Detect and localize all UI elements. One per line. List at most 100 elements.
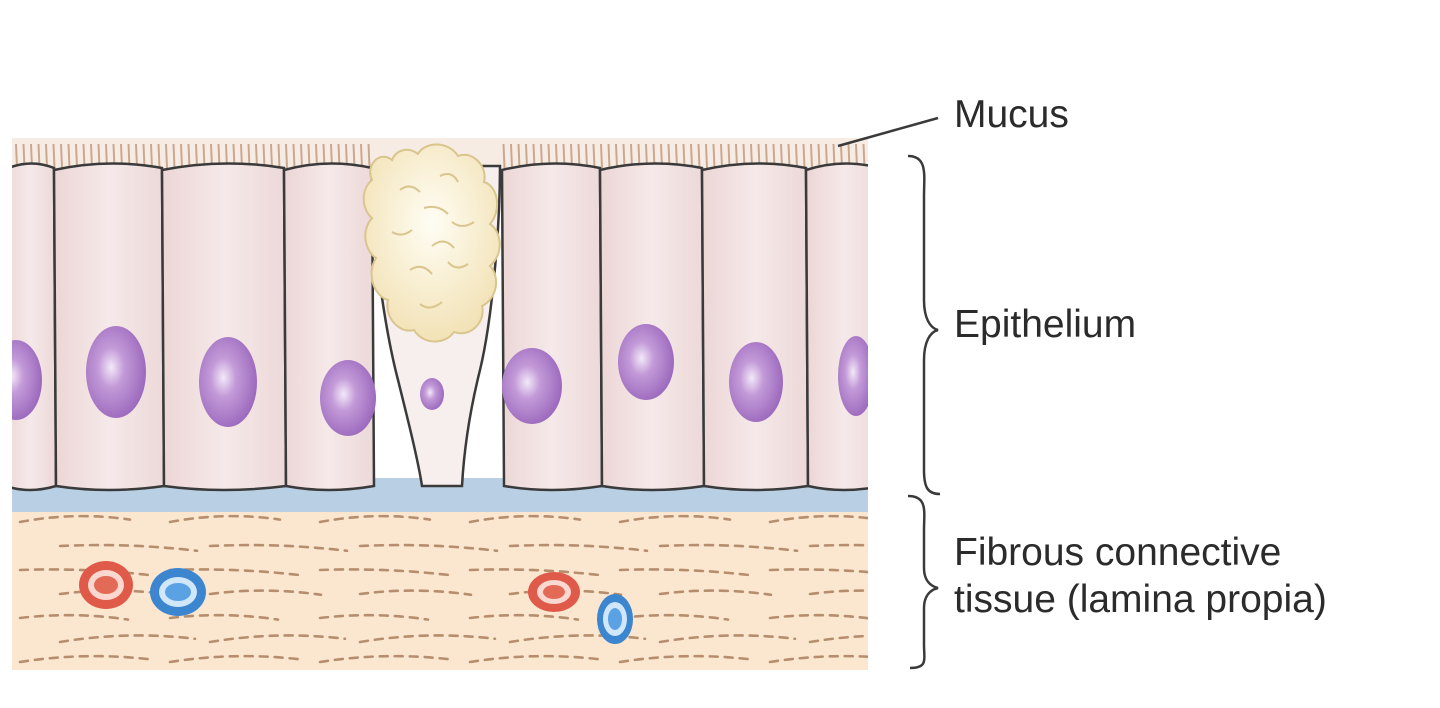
fiber-strand	[808, 634, 868, 644]
red-blood-cell-icon	[528, 572, 580, 612]
mucus-stripe	[787, 143, 791, 169]
goblet-mucus	[362, 143, 501, 343]
mucus-stripe	[585, 143, 588, 169]
mucus-stripe	[502, 143, 506, 169]
goblet-cell	[362, 143, 502, 488]
cell-nucleus	[502, 348, 562, 424]
epithelial-cell	[282, 162, 376, 492]
fiber-strand	[658, 543, 799, 553]
mucus-stripe	[292, 143, 296, 169]
fiber-strand	[58, 543, 199, 553]
blue-cell-icon	[597, 594, 633, 644]
mucus-stripe	[795, 143, 798, 169]
mucus-stripe	[165, 143, 168, 169]
mucus-stripe	[75, 143, 78, 169]
fiber-strand	[168, 654, 304, 664]
mucus-stripe	[615, 143, 618, 169]
connective-fibers	[18, 514, 868, 664]
fiber-strand	[808, 543, 868, 548]
epithelial-cell	[160, 162, 288, 492]
fiber-strand	[168, 514, 282, 524]
mucus-stripe	[517, 143, 521, 169]
mucus-stripe	[817, 143, 821, 169]
fiber-strand	[468, 568, 606, 577]
fiber-strand	[768, 613, 868, 620]
mucus-stripe	[367, 143, 371, 169]
cell-nucleus	[320, 360, 376, 436]
fiber-strand	[358, 543, 499, 553]
cell-nucleus	[618, 324, 674, 400]
mucus-pointer-line	[837, 116, 939, 148]
epithelial-cell	[500, 162, 604, 492]
fiber-strand	[768, 568, 868, 574]
fiber-strand	[468, 613, 580, 621]
mucus-stripe	[277, 143, 281, 169]
mucus-stripe	[360, 143, 363, 169]
mucus-stripe	[300, 143, 303, 169]
mucus-stripe	[157, 143, 161, 169]
red-blood-cell-icon	[79, 561, 133, 609]
fiber-strand	[658, 634, 797, 644]
mucus-stripe	[142, 143, 146, 169]
mucus-stripe	[810, 143, 813, 169]
mucus-stripe	[270, 143, 273, 169]
fiber-strand	[318, 568, 456, 577]
fibrous-label-line2: tissue (lamina propia)	[954, 577, 1327, 621]
fiber-strand	[318, 613, 430, 621]
mucus-stripe	[180, 143, 183, 169]
epithelium-label: Epithelium	[954, 303, 1137, 346]
mucus-stripe	[712, 143, 716, 169]
fiber-strand	[508, 543, 649, 553]
fiber-strand	[468, 514, 582, 524]
fiber-strand	[18, 654, 154, 664]
mucus-stripe	[705, 143, 708, 169]
mucus-stripe	[67, 143, 71, 169]
fiber-strand	[318, 514, 432, 524]
fiber-strand	[618, 514, 732, 524]
fiber-strand	[618, 613, 730, 621]
fiber-strand	[618, 568, 756, 577]
fiber-strand	[508, 634, 647, 644]
connective-brace	[907, 494, 939, 670]
fiber-strand	[18, 613, 130, 621]
mucus-stripe	[510, 143, 513, 169]
mucus-stripe	[187, 143, 191, 169]
mucus-stripe	[592, 143, 596, 169]
mucus-stripe	[697, 143, 701, 169]
epithelial-cell	[52, 162, 166, 492]
mucus-stripe	[607, 143, 611, 169]
cell-nucleus	[199, 337, 257, 427]
goblet-nucleus	[420, 378, 444, 410]
fibrous-label-line1: Fibrous connective	[954, 531, 1282, 574]
connective-tissue	[12, 505, 868, 670]
epithelial-cells	[12, 162, 868, 492]
cell-nucleus	[838, 336, 868, 416]
mucus-stripe	[622, 143, 626, 169]
mucus-stripe	[262, 143, 266, 169]
mucus-stripe	[45, 143, 48, 169]
epithelial-cell	[12, 162, 58, 492]
cell-nucleus	[86, 326, 146, 418]
mucus-stripe	[525, 143, 528, 169]
fiber-strand	[208, 634, 347, 644]
fiber-strand	[318, 654, 454, 664]
fiber-strand	[468, 654, 604, 664]
mucus-stripe	[52, 143, 56, 169]
epithelium-brace	[907, 154, 941, 496]
fiber-strand	[358, 634, 497, 644]
mucus-stripe	[600, 143, 603, 169]
mucus-stripe	[690, 143, 693, 169]
blue-cell-icon	[150, 568, 206, 616]
fiber-strand	[208, 543, 349, 553]
fibrous-connective-tissue-label: Fibrous connective tissue (lamina propia…	[954, 530, 1327, 624]
cell-nucleus	[12, 340, 42, 420]
mucus-stripe	[720, 143, 723, 169]
fiber-strand	[768, 654, 868, 664]
mucus-label: Mucus	[954, 93, 1069, 136]
fiber-strand	[168, 613, 280, 621]
mucus-stripe	[802, 143, 806, 169]
fiber-strand	[58, 634, 197, 644]
mucus-stripe	[150, 143, 153, 169]
mucus-stripe	[60, 143, 63, 169]
